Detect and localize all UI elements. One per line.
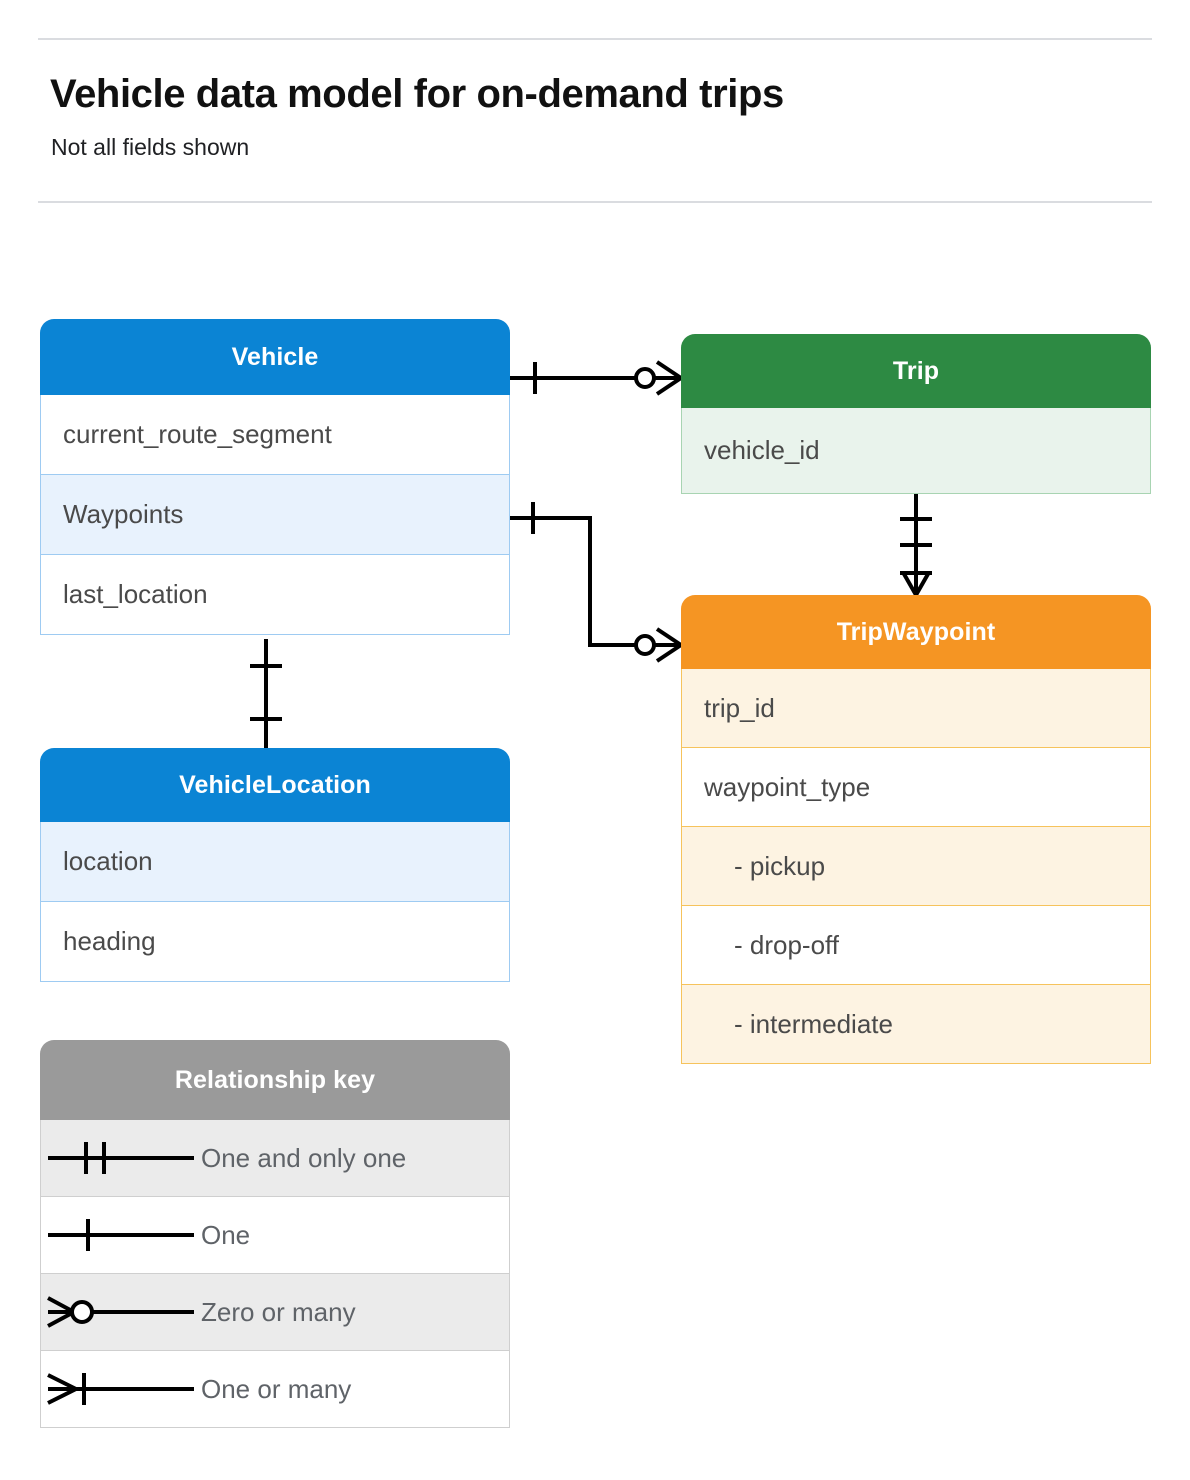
entity-tripwaypoint[interactable]: TripWaypoint trip_id waypoint_type - pic… (681, 595, 1151, 1064)
one-or-many-icon (41, 1369, 201, 1409)
header-divider-top (38, 38, 1152, 40)
entity-tripwaypoint-enum-pickup: - pickup (681, 827, 1151, 906)
one-icon (41, 1215, 201, 1255)
entity-vehicle-field-current-route-segment: current_route_segment (40, 395, 510, 475)
entity-vehicle-field-last-location: last_location (40, 555, 510, 635)
legend-row-one-or-many: One or many (40, 1351, 510, 1428)
entity-vehiclelocation[interactable]: VehicleLocation location heading (40, 748, 510, 982)
relationship-key-legend: Relationship key One and only one One (40, 1040, 510, 1428)
zero-or-many-icon (41, 1292, 201, 1332)
legend-row-one-and-only-one: One and only one (40, 1120, 510, 1197)
connector-waypoints-tripwaypoint (510, 516, 681, 647)
entity-vehicle-title: Vehicle (40, 319, 510, 395)
entity-tripwaypoint-title: TripWaypoint (681, 595, 1151, 669)
relationship-key-title: Relationship key (40, 1040, 510, 1120)
one-and-only-one-icon (41, 1138, 201, 1178)
entity-tripwaypoint-enum-intermediate: - intermediate (681, 985, 1151, 1064)
entity-tripwaypoint-field-trip-id: trip_id (681, 669, 1151, 748)
entity-tripwaypoint-enum-drop-off: - drop-off (681, 906, 1151, 985)
entity-vehiclelocation-field-location: location (40, 822, 510, 902)
legend-label-zero-or-many: Zero or many (201, 1296, 356, 1327)
entity-vehiclelocation-field-heading: heading (40, 902, 510, 982)
legend-label-one-or-many: One or many (201, 1373, 352, 1404)
legend-label-one: One (201, 1219, 251, 1250)
legend-row-one: One (40, 1197, 510, 1274)
page-title: Vehicle data model for on-demand trips (50, 72, 784, 116)
legend-row-zero-or-many: Zero or many (40, 1274, 510, 1351)
page-subtitle: Not all fields shown (51, 134, 250, 160)
entity-trip[interactable]: Trip vehicle_id (681, 334, 1151, 494)
entity-tripwaypoint-field-waypoint-type: waypoint_type (681, 748, 1151, 827)
entity-trip-title: Trip (681, 334, 1151, 408)
entity-trip-field-vehicle-id: vehicle_id (681, 408, 1151, 494)
legend-label-one-and-only-one: One and only one (201, 1142, 407, 1173)
entity-vehiclelocation-title: VehicleLocation (40, 748, 510, 822)
entity-vehicle-field-waypoints: Waypoints (40, 475, 510, 555)
entity-vehicle[interactable]: Vehicle current_route_segment Waypoints … (40, 319, 510, 635)
header-divider-bottom (38, 201, 1152, 203)
